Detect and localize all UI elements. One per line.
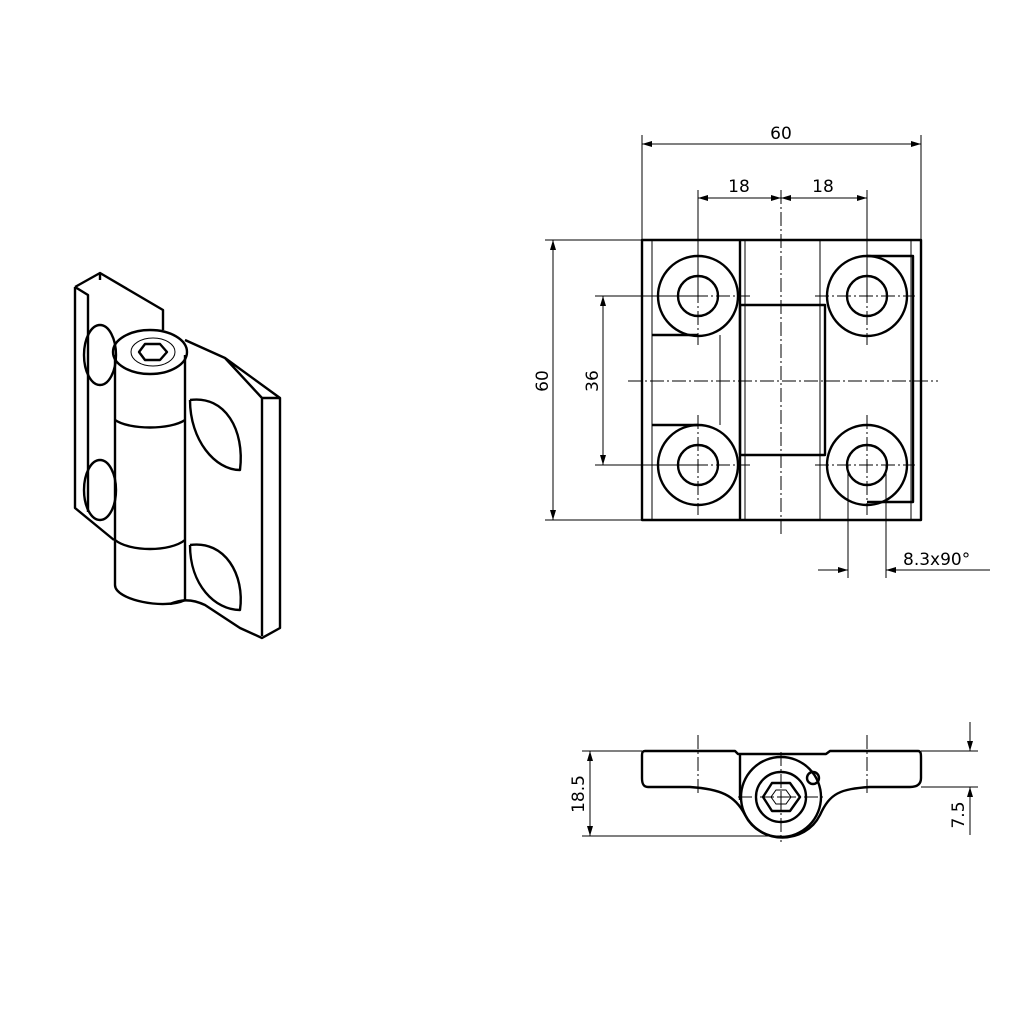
barrel-top — [111, 328, 189, 376]
dim-hole-spacing-vertical: 36 — [583, 370, 603, 392]
dimensions-front — [545, 135, 990, 578]
hex-socket-icon — [137, 342, 169, 362]
dim-hole-spacing-left: 18 — [728, 177, 750, 197]
side-center-lines — [697, 735, 868, 842]
hinge-barrel — [113, 355, 187, 606]
dim-height-total: 60 — [533, 370, 553, 392]
side-view: 18.5 7.5 — [569, 722, 978, 842]
dim-countersink: 8.3x90° — [903, 550, 970, 570]
front-view: 60 18 18 60 36 8.3x90° — [533, 124, 990, 578]
back-leaf — [73, 271, 165, 541]
dim-hole-spacing-right: 18 — [812, 177, 834, 197]
center-lines — [628, 190, 938, 535]
dim-side-height: 18.5 — [569, 775, 589, 813]
dim-leaf-thickness: 7.5 — [949, 801, 969, 828]
front-leaf-hole-bottom — [188, 543, 242, 612]
barrel-joints — [114, 418, 186, 551]
side-profile — [640, 749, 923, 839]
screw-head — [130, 337, 176, 367]
isometric-view — [73, 271, 282, 640]
dim-width-total: 60 — [770, 124, 792, 144]
barrel-leaf — [738, 303, 827, 457]
dimensions-side — [582, 722, 978, 837]
front-leaf-hole-top — [188, 398, 242, 472]
front-leaf — [169, 338, 282, 640]
